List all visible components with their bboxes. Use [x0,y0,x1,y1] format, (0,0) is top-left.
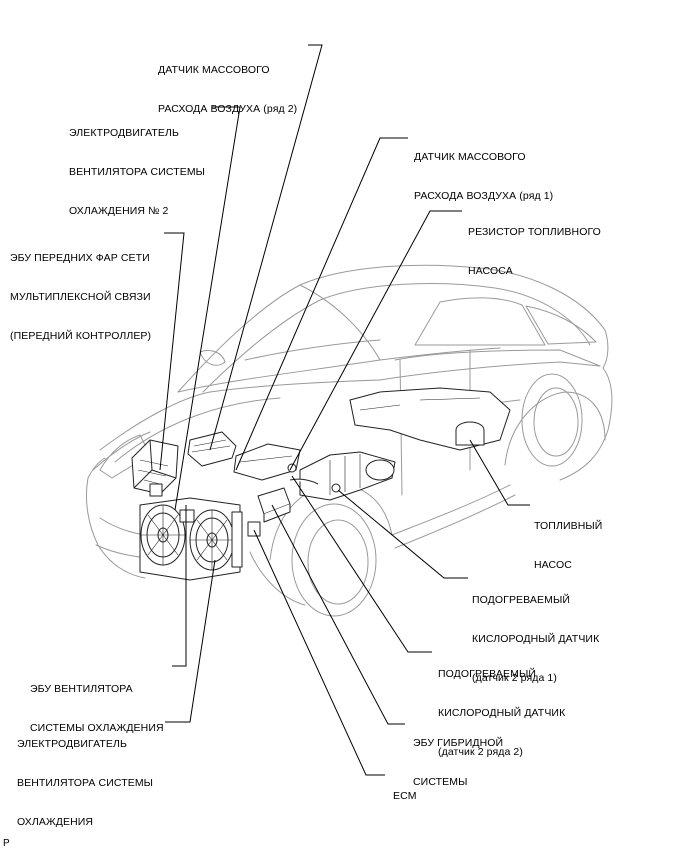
leader-maf-bank2 [209,44,323,451]
label-headlight-ecu-line2: МУЛЬТИПЛЕКСНОЙ СВЯЗИ [10,291,151,303]
corner-mark: P [3,838,10,849]
label-fan-motor-2: ЭЛЕКТРОДВИГАТЕЛЬ ВЕНТИЛЯТОРА СИСТЕМЫ ОХЛ… [69,101,205,231]
label-fuel-pump-line2: НАСОС [534,559,572,571]
label-maf-bank1-line1: ДАТЧИК МАССОВОГО [414,151,526,163]
label-ho2s-b1s2-line3: (датчик 2 ряда 1) [472,672,557,684]
label-hybrid-ecu-line1: ЭБУ ГИБРИДНОЙ [413,737,504,749]
label-headlight-ecu: ЭБУ ПЕРЕДНИХ ФАР СЕТИ МУЛЬТИПЛЕКСНОЙ СВЯ… [10,226,151,356]
label-fuel-pump-resistor-line1: РЕЗИСТОР ТОПЛИВНОГО [468,226,601,238]
cooling-fans [139,497,243,581]
label-ho2s-b1s2: ПОДОГРЕВАЕМЫЙ КИСЛОРОДНЫЙ ДАТЧИК (датчик… [472,568,599,698]
ecm-part [247,487,291,537]
label-ho2s-b2s2-line1: ПОДОГРЕВАЕМЫЙ [438,668,537,680]
components [131,387,511,581]
label-fan-motor-line2: ВЕНТИЛЯТОРА СИСТЕМЫ [17,777,154,789]
label-maf-bank1: ДАТЧИК МАССОВОГО РАСХОДА ВОЗДУХА (ряд 1) [414,125,553,216]
label-fuel-pump-resistor-line2: НАСОСА [468,265,513,277]
label-headlight-ecu-line3: (ПЕРЕДНИЙ КОНТРОЛЛЕР) [10,330,152,342]
label-fan-motor-line1: ЭЛЕКТРОДВИГАТЕЛЬ [17,738,127,750]
maf-bank2-part [187,431,237,467]
leader-fan-motor-2 [174,106,241,511]
leader-headlight-ecu [159,232,185,471]
label-ho2s-b2s2-line3: (датчик 2 ряда 2) [438,746,523,758]
label-ecm-line1: ECM [393,790,417,802]
maf-bank1-part [233,443,301,481]
leader-fuel-pump [469,439,530,506]
label-fan-motor-2-line2: ВЕНТИЛЯТОРА СИСТЕМЫ [69,166,206,178]
label-fan-motor-line3: ОХЛАЖДЕНИЯ [17,816,94,828]
label-fan-ecu-line1: ЭБУ ВЕНТИЛЯТОРА [30,683,133,695]
leader-fuel-pump-resistor [289,210,462,471]
leader-ho2s-b1s2 [337,489,468,579]
label-ho2s-b1s2-line1: ПОДОГРЕВАЕМЫЙ [472,594,571,606]
label-maf-bank1-line2: РАСХОДА ВОЗДУХА (ряд 1) [414,190,554,202]
label-fan-ecu: ЭБУ ВЕНТИЛЯТОРА СИСТЕМЫ ОХЛАЖДЕНИЯ [30,657,164,748]
label-hybrid-ecu-line2: СИСТЕМЫ [413,776,468,788]
label-maf-bank2: ДАТЧИК МАССОВОГО РАСХОДА ВОЗДУХА (ряд 2) [158,38,297,129]
label-fuel-pump: ТОПЛИВНЫЙ НАСОС [534,494,602,585]
fuel-tank [349,387,511,451]
leader-fan-ecu [172,505,187,667]
headlight-ecu-part [131,439,179,497]
label-maf-bank2-line1: ДАТЧИК МАССОВОГО [158,64,270,76]
label-fan-motor-2-line1: ЭЛЕКТРОДВИГАТЕЛЬ [69,127,179,139]
engine-exhaust [287,451,396,501]
label-fuel-pump-line1: ТОПЛИВНЫЙ [534,520,603,532]
label-ho2s-b2s2-line2: КИСЛОРОДНЫЙ ДАТЧИК [438,707,566,719]
leader-ho2s-b2s2 [291,475,432,653]
label-ecm: ECM [393,764,417,816]
label-fan-ecu-line2: СИСТЕМЫ ОХЛАЖДЕНИЯ [30,722,164,734]
leader-ecm [253,529,385,776]
leader-hybrid-ecu [271,504,405,725]
label-maf-bank2-line2: РАСХОДА ВОЗДУХА (ряд 2) [158,103,298,115]
leader-lines [159,44,530,776]
label-hybrid-ecu: ЭБУ ГИБРИДНОЙ СИСТЕМЫ [413,711,503,802]
label-fan-motor-2-line3: ОХЛАЖДЕНИЯ № 2 [69,205,169,217]
label-fan-motor: ЭЛЕКТРОДВИГАТЕЛЬ ВЕНТИЛЯТОРА СИСТЕМЫ ОХЛ… [17,712,153,842]
label-headlight-ecu-line1: ЭБУ ПЕРЕДНИХ ФАР СЕТИ [10,252,150,264]
label-ho2s-b2s2: ПОДОГРЕВАЕМЫЙ КИСЛОРОДНЫЙ ДАТЧИК (датчик… [438,642,565,772]
label-ho2s-b1s2-line2: КИСЛОРОДНЫЙ ДАТЧИК [472,633,600,645]
leader-maf-bank1 [235,137,408,471]
leader-fan-motor [165,559,216,723]
label-fuel-pump-resistor: РЕЗИСТОР ТОПЛИВНОГО НАСОСА [468,200,601,291]
